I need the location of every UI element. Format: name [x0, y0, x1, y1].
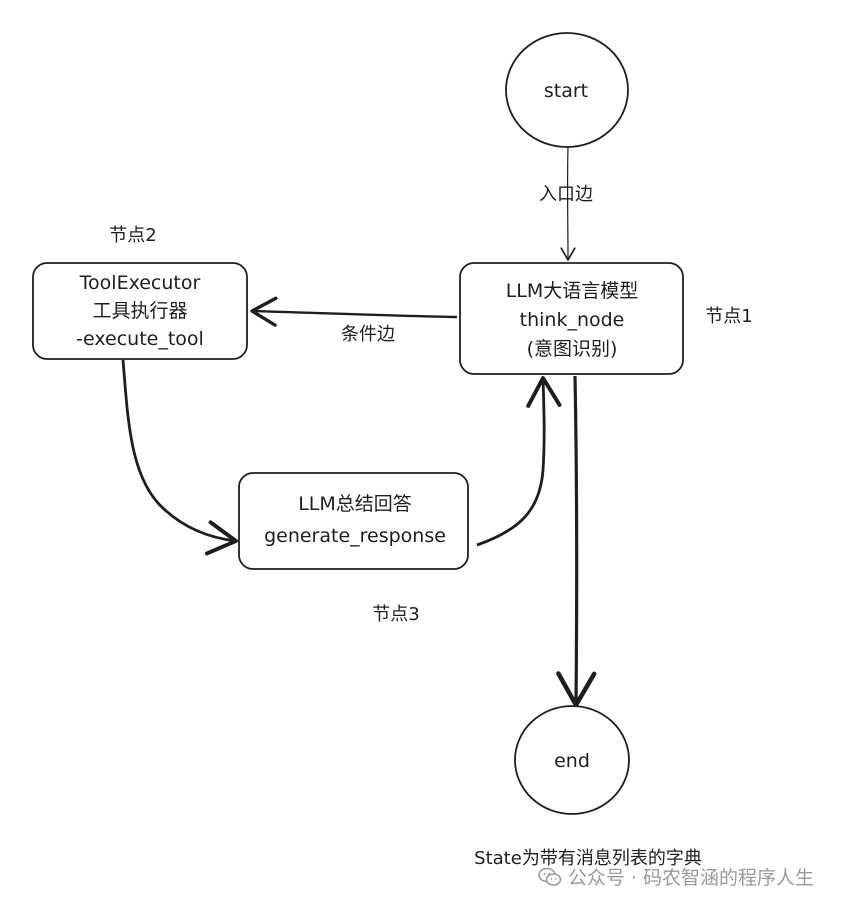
think-node-line-2: think_node	[520, 309, 625, 331]
end-node: end	[514, 705, 630, 815]
think-node-line-3: (意图识别)	[527, 338, 618, 360]
generate-node: LLM总结回答 generate_response	[238, 472, 469, 570]
tool-node-line-1: ToolExecutor	[79, 272, 201, 294]
think-node-line-1: LLM大语言模型	[506, 280, 639, 302]
tool-to-generate-arrow	[121, 359, 238, 556]
entry-edge-label: 入口边	[539, 184, 593, 205]
start-node: start	[505, 32, 629, 148]
start-node-label: start	[544, 80, 588, 102]
tool-node-line-2: 工具执行器	[92, 300, 187, 322]
conditional-edge-label: 条件边	[341, 324, 395, 345]
think-to-end-arrow	[556, 375, 597, 708]
think-node: LLM大语言模型 think_node (意图识别)	[459, 262, 684, 375]
node3-label: 节点3	[372, 604, 419, 625]
node1-label: 节点1	[705, 306, 752, 327]
tool-node-line-3: -execute_tool	[76, 328, 204, 350]
tool-node: ToolExecutor 工具执行器 -execute_tool	[32, 262, 248, 360]
wechat-icon	[538, 867, 562, 887]
conditional-edge-arrow	[250, 296, 458, 327]
end-node-label: end	[554, 750, 590, 772]
generate-node-line-1: LLM总结回答	[298, 493, 412, 515]
watermark: 公众号 · 码农智涵的程序人生	[538, 863, 814, 890]
node2-label: 节点2	[109, 225, 156, 246]
state-note: State为带有消息列表的字典	[474, 848, 702, 869]
generate-node-line-2: generate_response	[264, 525, 446, 547]
generate-to-think-arrow	[476, 376, 562, 547]
watermark-text: 公众号 · 码农智涵的程序人生	[567, 867, 814, 889]
